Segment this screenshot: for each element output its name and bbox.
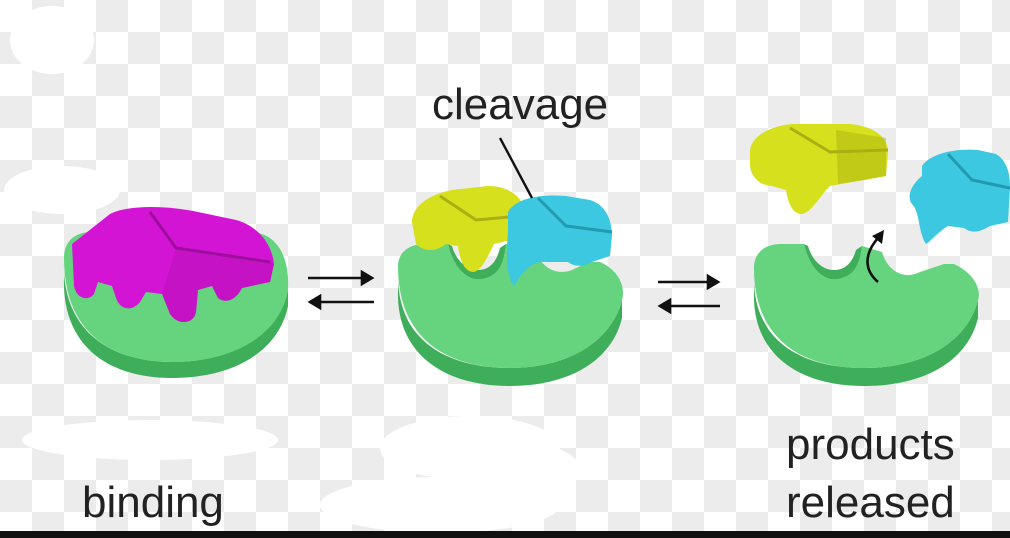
equilibrium-arrows-2	[658, 276, 720, 312]
stage-products-released	[750, 124, 1010, 386]
cyan-product-3	[910, 150, 1010, 244]
released-label: released	[786, 480, 955, 526]
products-label: products	[786, 422, 955, 468]
stage-binding	[64, 207, 288, 378]
binding-label: binding	[82, 480, 224, 526]
bottom-border	[0, 531, 1010, 538]
equilibrium-arrows-1	[308, 272, 374, 308]
stage-cleavage	[398, 138, 623, 386]
yellow-product-3-shade	[836, 130, 886, 184]
cleavage-label: cleavage	[432, 82, 608, 128]
